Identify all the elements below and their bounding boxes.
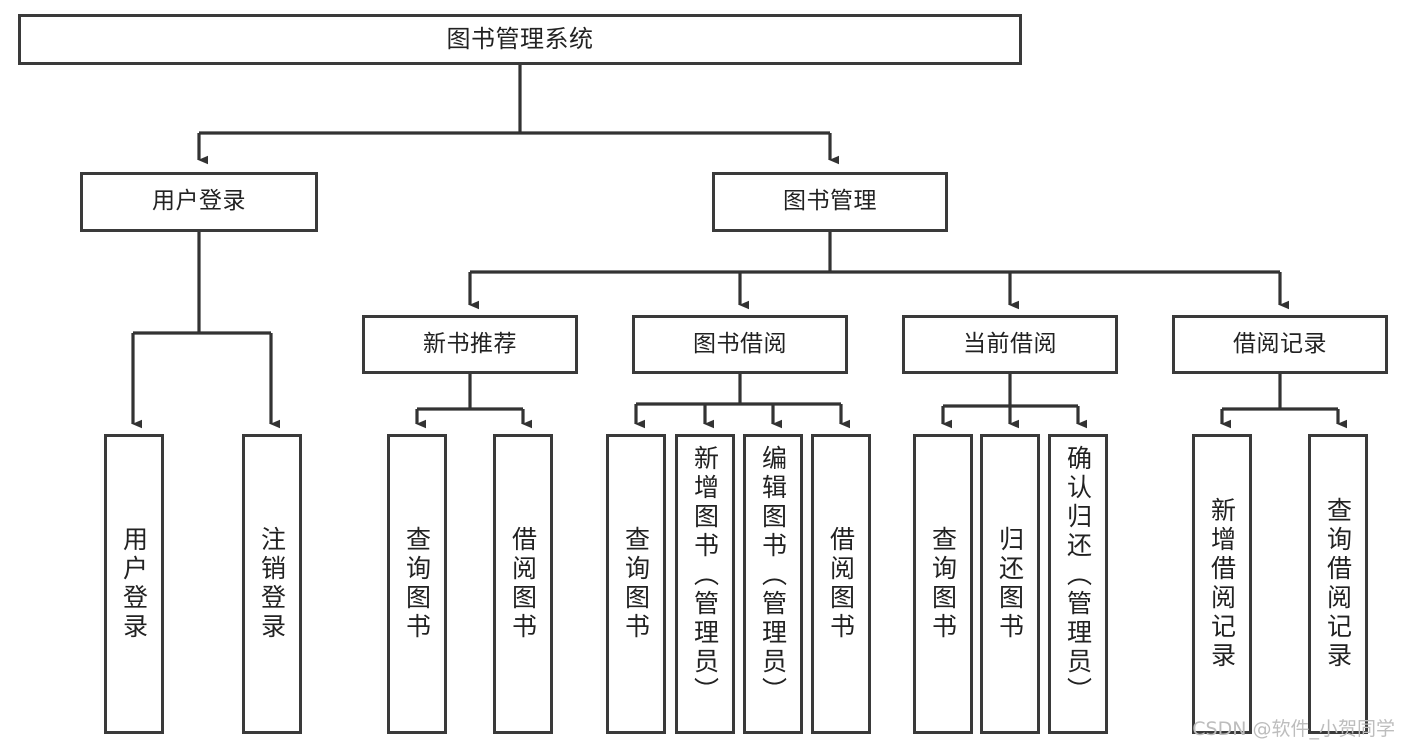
node-label: 确认归还（管理员） bbox=[1063, 445, 1093, 706]
leaf-edit-book-admin[interactable]: 编辑图书（管理员） bbox=[743, 434, 803, 734]
node-label: 查询图书 bbox=[402, 526, 432, 642]
node-label: 图书借阅 bbox=[693, 330, 787, 357]
leaf-confirm-return-admin[interactable]: 确认归还（管理员） bbox=[1048, 434, 1108, 734]
csdn-watermark: CSDN @软件_小贺同学 bbox=[1192, 718, 1395, 740]
node-label: 图书管理 bbox=[783, 188, 877, 215]
leaf-query-books-recommend[interactable]: 查询图书 bbox=[387, 434, 447, 734]
node-label: 新增图书（管理员） bbox=[690, 445, 720, 706]
node-label: 编辑图书（管理员） bbox=[758, 445, 788, 706]
leaf-borrow-books-recommend[interactable]: 借阅图书 bbox=[493, 434, 553, 734]
leaf-query-borrow-record[interactable]: 查询借阅记录 bbox=[1308, 434, 1368, 734]
node-label: 注销登录 bbox=[257, 526, 287, 642]
leaf-return-books[interactable]: 归还图书 bbox=[980, 434, 1040, 734]
leaf-logout[interactable]: 注销登录 bbox=[242, 434, 302, 734]
node-book-management[interactable]: 图书管理 bbox=[712, 172, 948, 232]
node-borrow-records[interactable]: 借阅记录 bbox=[1172, 315, 1388, 374]
node-label: 借阅图书 bbox=[826, 526, 856, 642]
leaf-user-login[interactable]: 用户登录 bbox=[104, 434, 164, 734]
node-label: 借阅图书 bbox=[508, 526, 538, 642]
node-new-book-recommend[interactable]: 新书推荐 bbox=[362, 315, 578, 374]
node-label: 用户登录 bbox=[119, 526, 149, 642]
node-root-book-management-system[interactable]: 图书管理系统 bbox=[18, 14, 1022, 65]
node-label: 查询图书 bbox=[621, 526, 651, 642]
node-label: 借阅记录 bbox=[1233, 330, 1327, 357]
node-label: 归还图书 bbox=[995, 526, 1025, 642]
node-book-borrow[interactable]: 图书借阅 bbox=[632, 315, 848, 374]
leaf-query-books-current[interactable]: 查询图书 bbox=[913, 434, 973, 734]
node-label: 查询借阅记录 bbox=[1323, 497, 1353, 671]
leaf-add-borrow-record[interactable]: 新增借阅记录 bbox=[1192, 434, 1252, 734]
leaf-query-books-borrow[interactable]: 查询图书 bbox=[606, 434, 666, 734]
node-label: 图书管理系统 bbox=[446, 25, 594, 54]
node-user-login[interactable]: 用户登录 bbox=[80, 172, 318, 232]
leaf-add-book-admin[interactable]: 新增图书（管理员） bbox=[675, 434, 735, 734]
node-label: 新书推荐 bbox=[423, 330, 517, 357]
node-label: 当前借阅 bbox=[963, 330, 1057, 357]
node-current-borrow[interactable]: 当前借阅 bbox=[902, 315, 1118, 374]
node-label: 用户登录 bbox=[152, 188, 246, 215]
node-label: 查询图书 bbox=[928, 526, 958, 642]
leaf-borrow-books[interactable]: 借阅图书 bbox=[811, 434, 871, 734]
node-label: 新增借阅记录 bbox=[1207, 497, 1237, 671]
